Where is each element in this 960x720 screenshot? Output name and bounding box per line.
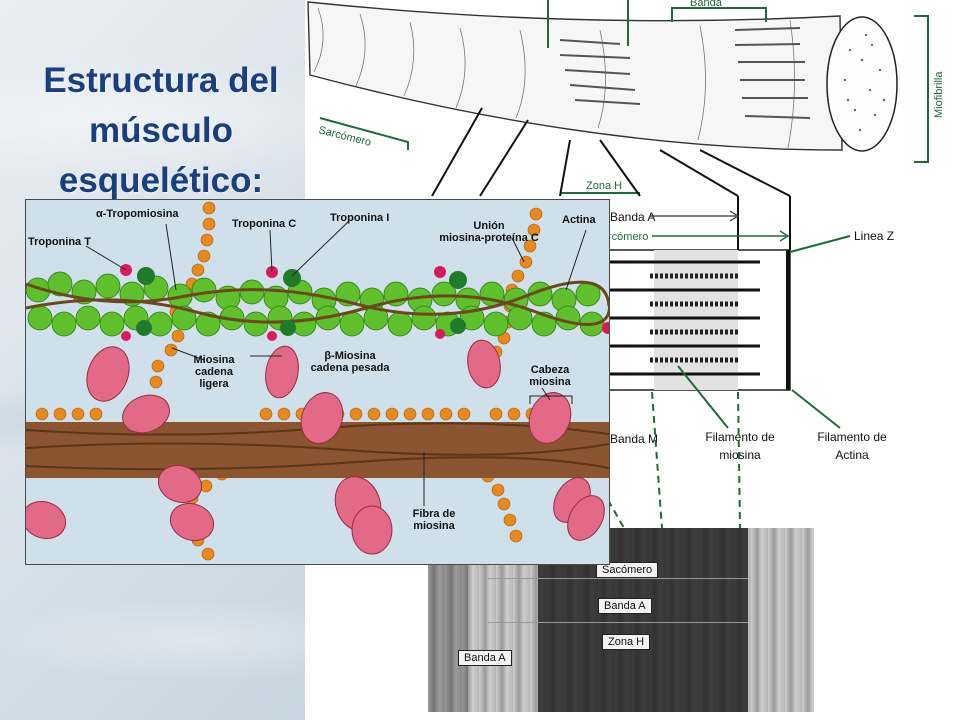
label-banda-a: Banda A [610, 210, 655, 224]
title-line-3: esquelético: [58, 161, 264, 200]
label-filamento-actina-1: Filamento de [817, 430, 887, 444]
label-miosina-ligera-line-2: cadena [195, 366, 233, 378]
label-sarcomero-partial: rcómero [608, 231, 648, 243]
label-linea-z: Linea Z [854, 229, 894, 243]
label-filamento-actina-2: Actina [835, 448, 869, 462]
label-miosina-ligera-line-3: ligera [199, 378, 229, 390]
fiber-svg: Banda Miofibrilla Sarcómero Zona H Banda… [307, 0, 945, 529]
micrograph-label-sacomero: Sacómero [596, 562, 659, 578]
label-actina: Actina [562, 214, 596, 226]
label-troponina-c: Troponina C [232, 218, 297, 230]
label-filamento-miosina-1: Filamento de [705, 430, 775, 444]
molecular-inset: α-Tropomiosina Troponina T Troponina C T… [25, 199, 610, 565]
title-line-2: músculo [89, 111, 233, 150]
label-troponina-i: Troponina I [330, 212, 390, 224]
label-cabeza-miosina: Cabeza miosina [520, 364, 580, 388]
label-miosina-ligera: Miosina cadena ligera [184, 354, 244, 390]
label-miosina-pesada: β-Miosina cadena pesada [300, 350, 400, 374]
label-zona-h: Zona H [586, 180, 622, 192]
label-tropomiosina: α-Tropomiosina [96, 208, 179, 220]
slide-title: Estructura del músculo esquelético: [22, 56, 300, 206]
label-fibra-miosina-line-2: miosina [413, 520, 455, 532]
label-banda-m: Banda M [610, 432, 658, 446]
label-sarcomero: Sarcómero [317, 124, 372, 149]
label-fibra-miosina-line-1: Fibra de [412, 508, 456, 520]
label-union-line-1: Unión [473, 220, 505, 232]
label-miosina-ligera-line-1: Miosina [193, 354, 235, 366]
micrograph-label-zona-h: Zona H [602, 634, 651, 650]
label-fibra-miosina: Fibra de miosina [404, 508, 464, 532]
label-cabeza-miosina-line-1: Cabeza [530, 364, 570, 376]
label-miofibrilla: Miofibrilla [933, 71, 945, 118]
label-filamento-miosina-2: miosina [719, 448, 761, 462]
title-line-1: Estructura del [43, 61, 279, 100]
micrograph-line [488, 578, 748, 579]
label-banda: Banda [690, 0, 723, 9]
inset-svg [26, 201, 609, 561]
label-troponina-t: Troponina T [28, 236, 91, 248]
micrograph-label-banda-a-left: Banda A [458, 650, 512, 666]
micrograph-line [488, 622, 748, 623]
micrograph-label-banda-a: Banda A [598, 598, 652, 614]
label-miosina-pesada-line-1: β-Miosina [324, 350, 376, 362]
label-union: Unión miosina-proteína C [434, 220, 544, 244]
label-cabeza-miosina-line-2: miosina [529, 376, 571, 388]
label-union-line-2: miosina-proteína C [439, 232, 539, 244]
label-miosina-pesada-line-2: cadena pesada [310, 362, 390, 374]
